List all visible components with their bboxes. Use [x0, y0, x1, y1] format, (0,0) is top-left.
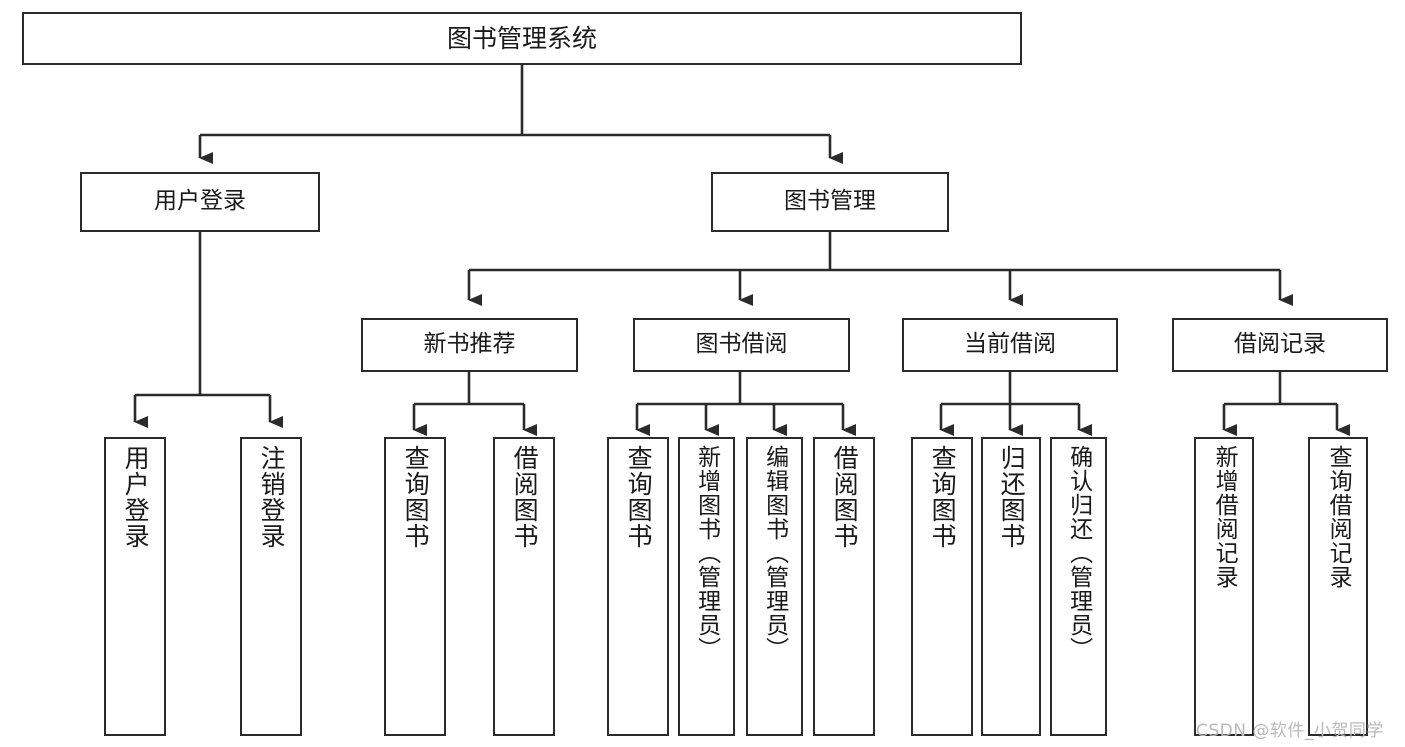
node-label: 归还图书	[997, 445, 1027, 549]
node-label: 查询图书	[624, 445, 654, 549]
node-book-management[interactable]: 图书管理	[711, 172, 949, 232]
node-label: 新增借阅记录	[1211, 445, 1238, 589]
node-label: 借阅图书	[510, 445, 540, 549]
leaf-add-book-admin[interactable]: 新增图书（管理员）	[678, 437, 735, 736]
node-label: 查询借阅记录	[1325, 445, 1352, 589]
leaf-borrow-book-recommend[interactable]: 借阅图书	[493, 437, 555, 736]
node-label: 图书管理系统	[446, 23, 597, 53]
node-label: 注销登录	[257, 445, 287, 549]
leaf-return-book[interactable]: 归还图书	[981, 437, 1041, 736]
node-label: 确认归还（管理员）	[1065, 445, 1092, 661]
leaf-user-login[interactable]: 用户登录	[104, 437, 166, 736]
node-label: 图书管理	[784, 188, 876, 215]
node-label: 图书借阅	[695, 331, 788, 358]
node-label: 当前借阅	[964, 331, 1056, 358]
leaf-query-book-current[interactable]: 查询图书	[911, 437, 973, 736]
leaf-add-borrow-record[interactable]: 新增借阅记录	[1194, 437, 1254, 736]
node-book-borrow[interactable]: 图书借阅	[633, 318, 850, 372]
leaf-borrow-book[interactable]: 借阅图书	[813, 437, 875, 736]
node-label: 新书推荐	[423, 331, 516, 358]
leaf-query-borrow-record[interactable]: 查询借阅记录	[1308, 437, 1368, 736]
node-label: 编辑图书（管理员）	[761, 445, 788, 661]
node-root-book-management-system[interactable]: 图书管理系统	[22, 12, 1022, 65]
node-label: 用户登录	[121, 445, 151, 549]
node-label: 新增图书（管理员）	[693, 445, 720, 661]
node-user-login[interactable]: 用户登录	[80, 172, 320, 232]
node-label: 借阅记录	[1234, 331, 1326, 358]
leaf-query-book-borrow[interactable]: 查询图书	[607, 437, 669, 736]
node-label: 查询图书	[928, 445, 958, 549]
node-label: 用户登录	[154, 188, 246, 215]
leaf-logout[interactable]: 注销登录	[240, 437, 302, 736]
leaf-confirm-return-admin[interactable]: 确认归还（管理员）	[1050, 437, 1107, 736]
node-borrow-record[interactable]: 借阅记录	[1172, 318, 1388, 372]
leaf-edit-book-admin[interactable]: 编辑图书（管理员）	[746, 437, 803, 736]
node-current-borrow[interactable]: 当前借阅	[902, 318, 1118, 372]
leaf-query-book-recommend[interactable]: 查询图书	[384, 437, 446, 736]
node-label: 查询图书	[401, 445, 431, 549]
node-new-book-recommend[interactable]: 新书推荐	[361, 318, 578, 372]
node-label: 借阅图书	[830, 445, 860, 549]
